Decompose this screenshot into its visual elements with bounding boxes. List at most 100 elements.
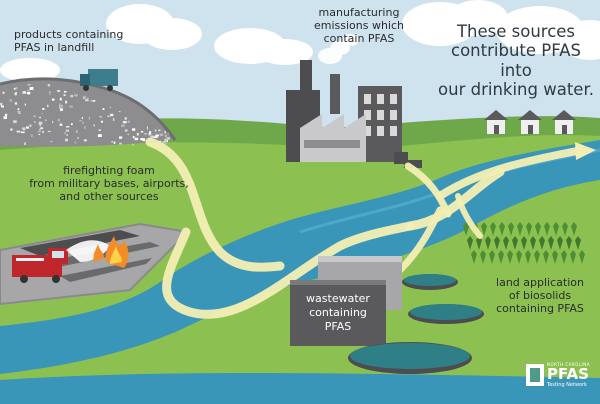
debris-speck [47,84,51,87]
debris-speck [51,98,55,101]
debris-speck [83,95,86,99]
biosolids-label-line: of biosolids [508,289,572,303]
debris-speck [29,124,32,127]
crop-plant [553,222,559,236]
crop-plant [490,222,496,236]
landfill-label-line: PFAS in landfill [14,41,95,55]
debris-speck [119,142,122,145]
pfas-flow-arrows [145,137,586,319]
crop-plant [525,250,531,264]
headline: These sources contribute PFAS into our d… [436,22,596,100]
debris-speck [17,108,20,111]
debris-speck [16,130,21,133]
wastewater-label-line: wastewater [306,292,370,305]
debris-speck [66,126,70,128]
debris-speck [59,104,63,108]
debris-speck [102,108,105,110]
debris-speck [93,100,96,102]
debris-speck [13,88,16,90]
manufacturing-label-line: emissions which [313,19,405,33]
debris-speck [155,134,159,137]
debris-speck [100,120,103,123]
debris-speck [143,133,148,135]
debris-speck [82,122,84,124]
crop-plant [498,250,504,264]
crop-plant [467,236,473,250]
debris-speck [64,131,66,135]
landfill-label: products containing PFAS in landfill [14,28,123,54]
debris-speck [18,112,21,114]
debris-speck [38,133,41,135]
debris-speck [124,129,128,132]
debris-speck [88,116,91,120]
debris-speck [34,121,36,123]
debris-speck [93,124,95,127]
debris-speck [24,103,26,106]
debris-speck [97,134,102,137]
debris-speck [162,141,167,143]
debris-speck [57,90,61,92]
logo-top-text: NORTH CAROLINA [547,362,590,367]
crop-plant [494,236,500,250]
landfill-truck [80,69,118,91]
crop-plant [557,236,563,250]
debris-speck [33,115,36,117]
debris-speck [132,136,135,139]
debris-speck [132,143,134,146]
crop-plant [503,236,509,250]
debris-speck [119,136,123,139]
debris-speck [166,137,170,140]
debris-speck [90,100,94,102]
wastewater-plant [290,256,402,346]
headline-line: contribute PFAS into [451,41,581,80]
debris-speck [49,91,51,93]
fire-truck [12,248,68,283]
debris-speck [65,129,70,132]
debris-speck [134,137,139,141]
crop-plant [552,250,558,264]
crop-plant [476,236,482,250]
debris-speck [122,121,127,124]
debris-speck [49,93,51,95]
debris-speck [165,134,167,138]
debris-speck [39,116,42,119]
debris-speck [30,134,33,137]
debris-speck [149,131,151,133]
debris-speck [29,87,34,90]
debris-speck [4,113,8,116]
debris-speck [146,126,148,130]
debris-speck [118,110,121,113]
debris-speck [151,135,154,139]
debris-speck [154,129,157,132]
debris-speck [136,132,139,136]
crop-plant [561,250,567,264]
debris-speck [77,137,79,139]
debris-speck [2,91,5,94]
debris-speck [52,120,54,124]
debris-speck [74,94,78,97]
debris-speck [15,92,17,95]
crop-plant [530,236,536,250]
debris-speck [84,126,86,129]
crop-plant [481,222,487,236]
debris-speck [98,129,101,131]
biosolids-label-line: land application [496,276,584,289]
debris-speck [0,102,3,106]
crop-plant [508,222,514,236]
debris-speck [37,130,41,133]
crop-plant [516,250,522,264]
debris-speck [83,139,87,142]
debris-speck [41,113,43,115]
debris-speck [59,97,62,101]
crop-plant [575,236,581,250]
crop-plant [548,236,554,250]
crop-plant [579,250,585,264]
debris-speck [127,133,129,136]
debris-speck [22,127,26,131]
debris-speck [17,111,21,113]
debris-speck [150,135,152,137]
crop-plant [471,250,477,264]
landfill-debris [0,84,170,146]
debris-speck [13,120,17,124]
